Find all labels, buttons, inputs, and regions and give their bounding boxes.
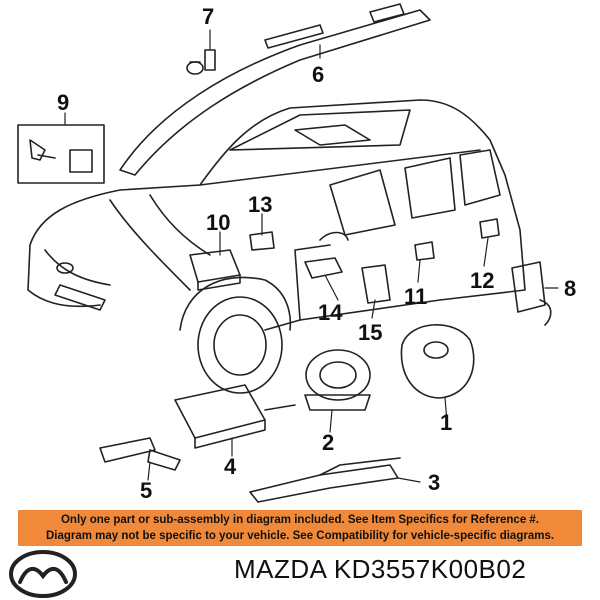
callout-14: 14: [318, 300, 343, 325]
callout-2: 2: [322, 430, 334, 455]
footer: MAZDA KD3557K00B02: [0, 548, 600, 600]
passenger-airbag-part: [174, 384, 296, 449]
steering-airbag-part: [400, 324, 475, 399]
brand-title: MAZDA KD3557K00B02: [234, 554, 526, 585]
wire-harness-part: [249, 457, 401, 503]
bolt-part: [186, 49, 216, 75]
spiral-cable-part: [304, 349, 371, 411]
part-number: KD3557K00B02: [333, 554, 527, 584]
seat-airbag-part: [511, 261, 552, 326]
front-sensor-part: [249, 231, 275, 251]
disclaimer-line-1: Only one part or sub-assembly in diagram…: [60, 514, 540, 526]
curtain-airbag-part: [119, 3, 431, 176]
callout-15: 15: [358, 320, 382, 345]
callout-13: 13: [248, 192, 272, 217]
rear-sensor-part: [479, 218, 500, 239]
side-sensor-part: [304, 257, 343, 279]
callout-9: 9: [57, 90, 69, 115]
callout-1: 1: [440, 410, 452, 435]
car-body-drawing: [27, 99, 526, 394]
callout-7: 7: [202, 4, 214, 29]
knee-airbag-part: [99, 437, 181, 471]
callout-8: 8: [564, 276, 576, 301]
callout-labels: 1 2 3 4 5 6 7 8 9 10 11 12 13 14 15: [57, 4, 576, 503]
control-module-part: [189, 249, 241, 291]
callout-5: 5: [140, 478, 152, 503]
callout-11: 11: [404, 284, 427, 309]
leader-lines: [64, 29, 559, 483]
door-sensor-part: [414, 241, 435, 261]
callout-3: 3: [428, 470, 440, 495]
brand-name: MAZDA: [234, 554, 327, 584]
bracket-part: [361, 264, 391, 304]
sensor-box: [17, 124, 105, 184]
disclaimer-line-2: Diagram may not be specific to your vehi…: [45, 530, 555, 542]
disclaimer-banner: Only one part or sub-assembly in diagram…: [18, 510, 582, 546]
callout-10: 10: [206, 210, 230, 235]
mazda-logo-icon: [9, 550, 77, 598]
callout-4: 4: [224, 454, 237, 479]
airbag-parts-diagram: 1 2 3 4 5 6 7 8 9 10 11 12 13 14 15: [17, 3, 576, 503]
callout-12: 12: [470, 268, 494, 293]
callout-6: 6: [312, 62, 324, 87]
